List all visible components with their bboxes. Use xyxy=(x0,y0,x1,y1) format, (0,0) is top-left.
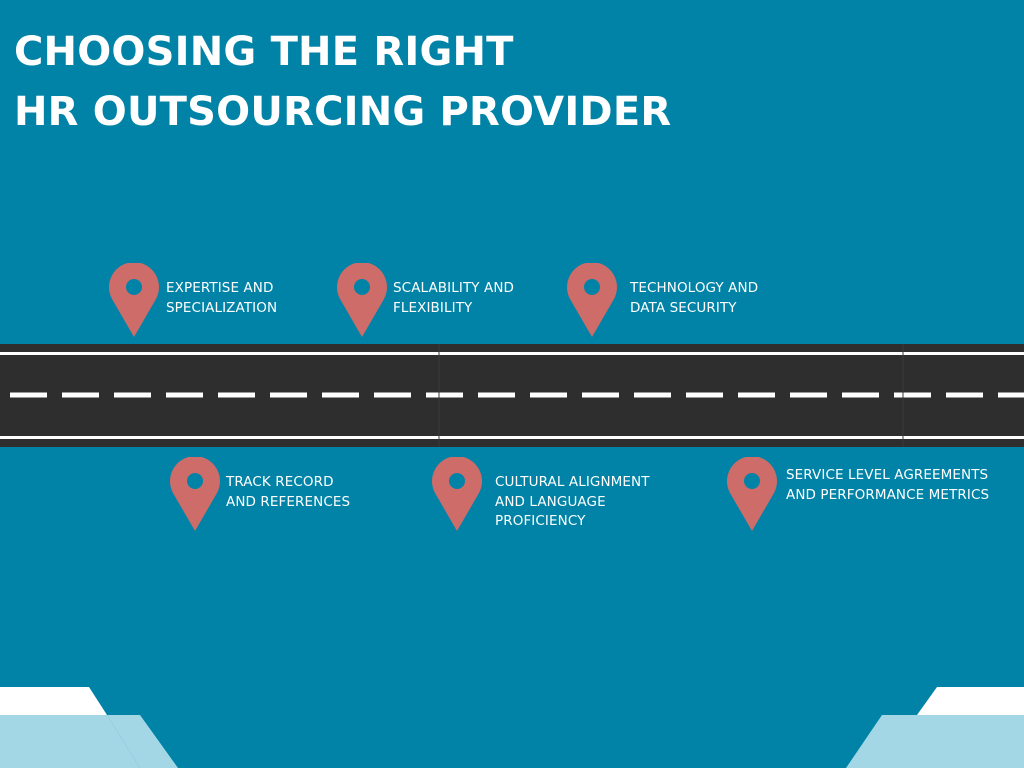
map-pin-icon xyxy=(727,457,777,531)
milestone-scalability: SCALABILITY AND FLEXIBILITY xyxy=(393,279,514,318)
milestone-label-line: SERVICE LEVEL AGREEMENTS xyxy=(786,467,989,483)
corner-stripe-right-light xyxy=(846,715,1024,768)
milestone-label-line: SPECIALIZATION xyxy=(166,299,278,316)
milestone-label-line: DATA SECURITY xyxy=(630,299,737,316)
corner-stripe-left-white xyxy=(0,687,107,715)
milestone-cultural-alignment: CULTURAL ALIGNMENT AND LANGUAGE PROFICIE… xyxy=(495,473,650,532)
milestone-label-line: AND LANGUAGE xyxy=(495,493,606,510)
title-line-1: CHOOSING THE RIGHT xyxy=(14,29,514,75)
road-edge-bottom xyxy=(0,436,1024,439)
page-title: CHOOSING THE RIGHT HR OUTSOURCING PROVID… xyxy=(14,22,671,142)
milestone-technology: TECHNOLOGY AND DATA SECURITY xyxy=(630,279,758,318)
map-pin-icon xyxy=(432,457,482,531)
milestone-label-line: SCALABILITY AND xyxy=(393,280,515,296)
road-edge-top xyxy=(0,352,1024,355)
milestone-label-line: AND REFERENCES xyxy=(226,493,351,510)
milestone-expertise: EXPERTISE AND SPECIALIZATION xyxy=(166,279,277,318)
corner-stripe-right-white xyxy=(917,687,1024,715)
milestone-service-level: SERVICE LEVEL AGREEMENTS AND PERFORMANCE… xyxy=(786,466,989,505)
milestone-label-line: TRACK RECORD xyxy=(226,474,334,490)
milestone-label-line: AND PERFORMANCE METRICS xyxy=(786,486,990,503)
milestone-label-line: CULTURAL ALIGNMENT xyxy=(495,474,650,490)
milestone-track-record: TRACK RECORD AND REFERENCES xyxy=(226,473,350,512)
map-pin-icon xyxy=(109,263,159,337)
corner-stripe-left-gap xyxy=(107,715,178,768)
title-line-2: HR OUTSOURCING PROVIDER xyxy=(14,89,672,135)
milestone-label-line: EXPERTISE AND xyxy=(166,280,274,296)
milestone-label-line: TECHNOLOGY AND xyxy=(630,280,759,296)
milestone-label-line: FLEXIBILITY xyxy=(393,299,473,316)
map-pin-icon xyxy=(170,457,220,531)
corner-stripe-left-light xyxy=(0,715,140,768)
map-pin-icon xyxy=(337,263,387,337)
milestone-label-line: PROFICIENCY xyxy=(495,513,586,529)
map-pin-icon xyxy=(567,263,617,337)
